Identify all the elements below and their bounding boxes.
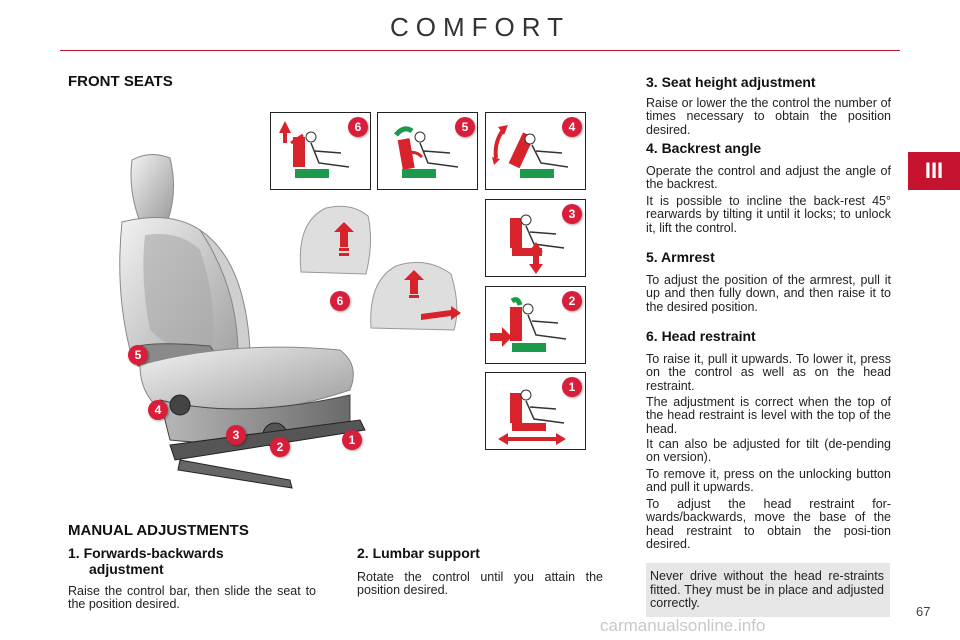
title-divider	[60, 50, 900, 51]
watermark: carmanualsonline.info	[600, 616, 766, 635]
item2-text: Rotate the control until you attain the …	[357, 570, 603, 598]
item2-title: 2. Lumbar support	[357, 545, 480, 561]
seat-illustration	[119, 154, 366, 489]
item6-text2: The adjustment is correct when the top o…	[646, 395, 891, 436]
item4-title: 4. Backrest angle	[646, 140, 762, 156]
item1-title: 1. Forwards-backwards adjustment	[68, 545, 224, 577]
seat-callout-3: 3	[226, 425, 246, 445]
chapter-tab[interactable]: III	[908, 152, 960, 190]
diagram-lumbar: 2	[485, 286, 586, 364]
item1-title-line2: adjustment	[89, 561, 164, 577]
diagram-backrest: 4	[485, 112, 586, 190]
figure-head-restraint-icon	[279, 121, 350, 178]
figure-lumbar-icon	[490, 297, 567, 352]
seat-callout-2: 2	[270, 437, 290, 457]
head-restraint-illustration-lower	[370, 261, 461, 331]
diagram-callout-3: 3	[562, 204, 582, 224]
diagram-callout-2: 2	[562, 291, 582, 311]
figure-backrest-icon	[492, 125, 569, 178]
item6-text4: To remove it, press on the unlocking but…	[646, 467, 891, 495]
diagram-callout-1: 1	[562, 377, 582, 397]
figure-armrest-icon	[394, 126, 459, 178]
item6-title: 6. Head restraint	[646, 328, 756, 344]
item4-text2: It is possible to incline the back-rest …	[646, 194, 891, 235]
item4-text1: Operate the control and adjust the angle…	[646, 164, 891, 192]
figure-forwards-backwards-icon	[498, 389, 566, 445]
item3-text: Raise or lower the the control the numbe…	[646, 96, 891, 137]
diagram-armrest: 5	[377, 112, 478, 190]
head-restraint-callout-6: 6	[330, 291, 350, 311]
warning-box: Never drive without the head re-straints…	[646, 563, 890, 617]
item5-text: To adjust the position of the armrest, p…	[646, 273, 891, 314]
diagram-callout-5: 5	[455, 117, 475, 137]
item6-text5: To adjust the head restraint for-wards/b…	[646, 497, 891, 552]
seat-callout-4: 4	[148, 400, 168, 420]
page-title: COMFORT	[390, 12, 570, 42]
seat-callout-1: 1	[342, 430, 362, 450]
head-restraint-illustration-upper	[299, 205, 372, 275]
page-number: 67	[916, 604, 931, 619]
diagram-callout-4: 4	[562, 117, 582, 137]
front-seats-heading: FRONT SEATS	[68, 73, 173, 90]
item1-title-line1: 1. Forwards-backwards	[68, 545, 224, 561]
diagram-seat-height: 3	[485, 199, 586, 277]
item6-text1: To raise it, pull it upwards. To lower i…	[646, 352, 891, 393]
manual-adjustments-heading: MANUAL ADJUSTMENTS	[68, 522, 249, 539]
diagram-callout-6: 6	[348, 117, 368, 137]
item1-text: Raise the control bar, then slide the se…	[68, 584, 316, 612]
item3-title: 3. Seat height adjustment	[646, 74, 816, 90]
item5-title: 5. Armrest	[646, 249, 715, 265]
diagram-forwards-backwards: 1	[485, 372, 586, 450]
diagram-head-restraint: 6	[270, 112, 371, 190]
seat-callout-5: 5	[128, 345, 148, 365]
item6-text3: It can also be adjusted for tilt (de-pen…	[646, 437, 891, 465]
figure-seat-height-icon	[510, 214, 565, 274]
